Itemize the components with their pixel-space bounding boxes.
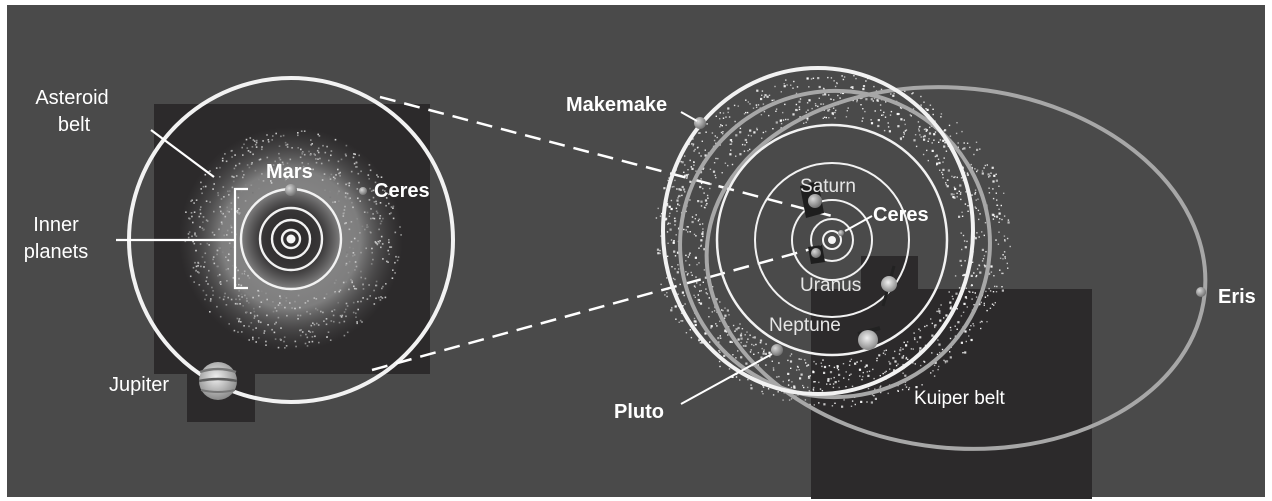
asteroid-belt-label-line1: Asteroid (35, 87, 108, 109)
kuiper-belt-label: Kuiper belt (914, 388, 1006, 409)
sun-inner (287, 235, 296, 244)
sun-outer (828, 236, 836, 244)
mars-label: Mars (266, 161, 313, 183)
ceres-planet-outer (838, 230, 844, 236)
neptune-label: Neptune (769, 315, 841, 336)
eris-label: Eris (1218, 286, 1256, 308)
makemake-label: Makemake (566, 94, 667, 116)
ceres-label-inner: Ceres (374, 180, 430, 202)
jupiter-label: Jupiter (109, 374, 169, 396)
jupiter-planet (199, 362, 237, 400)
eris-planet (1196, 287, 1206, 297)
mars-planet (285, 184, 297, 196)
ceres-planet-inner (359, 187, 367, 195)
pluto-planet (771, 344, 783, 356)
makemake-planet (694, 117, 706, 129)
uranus-label: Uranus (800, 275, 861, 296)
inner-planets-label-line2: planets (24, 241, 89, 263)
pluto-label: Pluto (614, 401, 664, 423)
ceres-label-outer: Ceres (873, 204, 929, 226)
saturn-label: Saturn (800, 176, 856, 197)
inner-planets-label-line1: Inner (33, 214, 79, 236)
jupiter-planet-outer (808, 245, 825, 264)
asteroid-belt-label-line2: belt (58, 114, 91, 136)
